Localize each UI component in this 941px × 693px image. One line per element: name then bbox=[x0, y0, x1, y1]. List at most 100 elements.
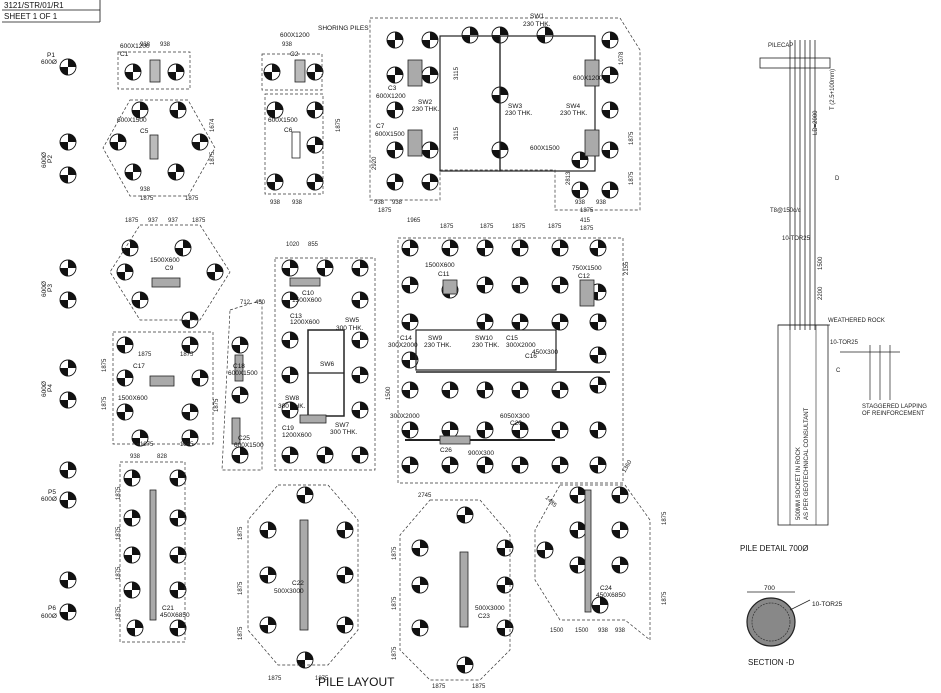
dim-1875: 1875 bbox=[214, 398, 220, 412]
cap-c12-label: C12 bbox=[578, 273, 590, 280]
pile-symbol bbox=[351, 331, 369, 349]
wall-sw8-thk: 300 THK. bbox=[278, 403, 306, 410]
pile-symbol bbox=[281, 401, 299, 419]
cap-c23-size: 500X3000 bbox=[475, 605, 505, 612]
pile-symbol bbox=[551, 239, 569, 257]
pile-symbol bbox=[401, 381, 419, 399]
pile-symbol bbox=[281, 366, 299, 384]
pile-symbol bbox=[336, 616, 354, 634]
cap-c18-size: 600X1500 bbox=[228, 370, 258, 377]
pile-p2-size: 600Ø bbox=[41, 152, 48, 168]
dim-1875: 1875 bbox=[238, 626, 244, 640]
pile-symbol bbox=[206, 263, 224, 281]
pile-symbol bbox=[351, 366, 369, 384]
pile-symbol bbox=[511, 276, 529, 294]
cap-c25-size: 600X1500 bbox=[234, 442, 264, 449]
dim-2920: 2920 bbox=[372, 156, 378, 170]
pile-symbol bbox=[121, 239, 139, 257]
pile-symbol bbox=[191, 369, 209, 387]
dim-1875: 1875 bbox=[210, 151, 216, 165]
pile-symbol bbox=[551, 421, 569, 439]
ld-label-2: LD=2000 bbox=[813, 110, 819, 135]
dim-3115: 3115 bbox=[454, 126, 460, 140]
dim-1875: 1875 bbox=[268, 676, 282, 682]
pile-symbol bbox=[589, 239, 607, 257]
dim-1875: 1875 bbox=[192, 218, 206, 224]
pile-symbol bbox=[59, 461, 77, 479]
cap-c15-size: 300X2000 bbox=[506, 342, 536, 349]
dim-938: 938 bbox=[282, 42, 293, 48]
dim-855: 855 bbox=[308, 242, 319, 248]
cap-c20-size: 6050X300 bbox=[500, 413, 530, 420]
cap-c19-label: C19 bbox=[282, 425, 294, 432]
pile-symbol bbox=[386, 101, 404, 119]
socket-note-2: 500MM SOCKET IN ROCK bbox=[796, 447, 802, 520]
pile-symbol bbox=[411, 539, 429, 557]
pilecap-note: PILECAP bbox=[768, 43, 793, 49]
cap-c14-label: C14 bbox=[400, 335, 412, 342]
pile-symbol bbox=[169, 581, 187, 599]
pile-symbol bbox=[456, 506, 474, 524]
pile-symbol bbox=[131, 101, 149, 119]
pile-symbol bbox=[511, 381, 529, 399]
pile-symbol bbox=[536, 541, 554, 559]
cap-c26-size: 900X300 bbox=[468, 450, 494, 457]
pile-symbol bbox=[59, 603, 77, 621]
cap-c14-size: 300X2000 bbox=[388, 342, 418, 349]
pile-symbol bbox=[611, 486, 629, 504]
pile-symbol bbox=[59, 259, 77, 277]
cap-c3-size: 600X1200 bbox=[376, 93, 406, 100]
pile-symbol bbox=[266, 173, 284, 191]
dim-937: 937 bbox=[168, 218, 179, 224]
pile-symbol bbox=[263, 63, 281, 81]
dim-938: 938 bbox=[575, 200, 586, 206]
dim-1485: 1485 bbox=[544, 495, 558, 509]
pile-symbol bbox=[306, 136, 324, 154]
pile-symbol bbox=[259, 521, 277, 539]
pile-symbol bbox=[551, 313, 569, 331]
pile-symbol bbox=[476, 456, 494, 474]
pile-symbol bbox=[316, 259, 334, 277]
dim-1500: 1500 bbox=[575, 628, 589, 634]
dim-1875: 1875 bbox=[116, 526, 122, 540]
dim-1875: 1875 bbox=[140, 442, 154, 448]
cap-c1-label: C1 bbox=[120, 51, 129, 58]
section-mark-c: C bbox=[836, 368, 841, 374]
cap-c9-size: 1500X600 bbox=[150, 257, 180, 264]
dim-1875: 1875 bbox=[138, 352, 152, 358]
cap-c21-size: 450X6850 bbox=[160, 612, 190, 619]
pile-detail-title: PILE DETAIL 700Ø bbox=[740, 544, 808, 553]
pile-symbol bbox=[601, 141, 619, 159]
dim-1500: 1500 bbox=[386, 386, 392, 400]
pile-p1-label: P1 bbox=[47, 52, 55, 59]
pile-symbol bbox=[401, 421, 419, 439]
pile-symbol bbox=[589, 376, 607, 394]
dim-1875: 1875 bbox=[629, 171, 635, 185]
pile-symbol bbox=[59, 133, 77, 151]
dim-1875: 1875 bbox=[662, 591, 668, 605]
pile-symbol bbox=[351, 291, 369, 309]
pile-p3-label: P3 bbox=[47, 284, 54, 292]
pile-symbol bbox=[511, 313, 529, 331]
shoring-piles-note: SHORING PILES bbox=[318, 25, 369, 32]
pile-symbol bbox=[336, 521, 354, 539]
dim-1674: 1674 bbox=[210, 118, 216, 132]
pile-symbol bbox=[496, 576, 514, 594]
pile-symbol bbox=[401, 456, 419, 474]
pile-symbol bbox=[591, 596, 609, 614]
pile-symbol bbox=[281, 259, 299, 277]
lap-dim: 1500 bbox=[818, 256, 824, 270]
dim-938: 938 bbox=[392, 200, 403, 206]
cap-c22-size: 500X3000 bbox=[274, 588, 304, 595]
dim-938: 938 bbox=[615, 628, 626, 634]
dim-1500: 1500 bbox=[550, 628, 564, 634]
cap-c12-size: 750X1500 bbox=[572, 265, 602, 272]
pile-symbol bbox=[124, 63, 142, 81]
section-bar-spec: 10-TOR25 bbox=[812, 601, 843, 608]
pile-symbol bbox=[167, 163, 185, 181]
pile-symbol bbox=[167, 63, 185, 81]
pile-symbol bbox=[306, 101, 324, 119]
pile-symbol bbox=[601, 66, 619, 84]
pile-symbol bbox=[59, 359, 77, 377]
dim-938: 938 bbox=[140, 42, 151, 48]
